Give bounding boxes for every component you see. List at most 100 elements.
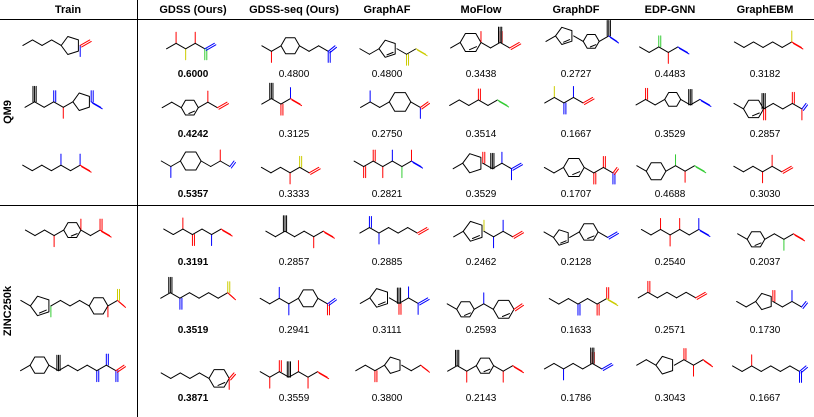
bond [658,46,669,53]
double-bond [291,99,303,107]
bond [582,96,594,104]
bond [299,45,310,52]
bond [699,98,710,106]
bond [453,230,464,238]
bond [22,39,33,46]
generated-molecule [732,354,808,383]
generated-molecule [636,348,713,377]
bond [781,165,792,173]
bond [194,42,206,50]
double-bond [329,46,337,54]
bond [456,365,468,372]
bond [201,228,213,236]
bond [751,365,762,372]
bond [450,41,461,49]
bond [228,372,235,379]
generated-molecule [636,154,707,183]
double-bond [782,167,794,174]
bond [317,297,328,305]
similarity-score: 0.2540 [654,257,686,268]
ring [280,37,300,55]
double-bond [613,168,619,175]
double-bond [572,171,581,176]
bond [284,230,296,238]
bond [563,362,574,370]
bond [171,101,182,109]
bond [261,98,272,105]
double-bond [217,382,226,386]
bond [683,359,695,366]
bond [473,303,485,310]
double-bond [502,313,510,317]
bond [388,227,399,234]
similarity-score: 0.3529 [654,129,686,140]
generated-molecule [449,88,510,108]
double-bond [378,301,386,306]
bond [743,41,755,48]
bond [172,228,184,236]
bond [269,297,280,305]
generated-molecule [355,356,430,383]
similarity-score: 0.3333 [278,189,310,200]
bond [368,227,380,234]
similarity-score: 0.2885 [371,257,403,268]
bond [639,46,650,53]
bond [41,164,52,172]
bond [359,227,370,234]
bond [602,166,614,174]
double-bond [602,364,614,371]
double-bond [699,230,711,237]
bond [191,228,203,236]
bond [382,160,393,168]
generated-molecule [163,217,233,247]
bond [587,298,598,305]
ring [388,92,412,112]
bond [449,99,460,106]
double-bond [81,166,92,173]
double-bond [421,102,430,110]
bond [695,291,706,299]
bond [737,233,748,240]
bond [781,41,793,48]
bond [353,160,365,168]
bond [41,39,53,46]
bond [313,230,324,238]
bond [198,292,210,299]
bond [635,98,647,106]
similarity-score: 0.2941 [278,325,310,336]
double-bond [318,372,330,380]
bond [280,166,291,174]
bond [543,362,555,370]
generated-molecule [453,219,524,249]
bond [410,160,422,168]
bond [650,228,662,236]
bond [378,227,390,234]
bond [220,228,232,236]
bond [408,297,419,304]
bond [307,371,319,378]
bond [401,160,412,168]
generated-molecule [265,215,335,249]
bond [772,300,783,308]
bond [736,300,747,308]
bond [270,45,282,52]
bond [598,35,610,42]
generated-molecule [733,154,794,184]
bond [669,228,681,236]
double-bond [512,164,524,171]
bond [175,42,187,50]
generated-molecule [260,155,321,185]
bond [764,233,775,240]
bond [733,41,745,48]
bond [791,41,802,48]
ring [72,92,90,111]
bond [685,291,697,299]
bond [493,230,504,238]
bond [327,45,336,52]
bond [791,300,803,308]
bond [407,227,418,234]
bond [636,359,647,366]
bond [781,300,793,308]
double-bond [70,233,78,237]
double-bond [800,366,808,374]
